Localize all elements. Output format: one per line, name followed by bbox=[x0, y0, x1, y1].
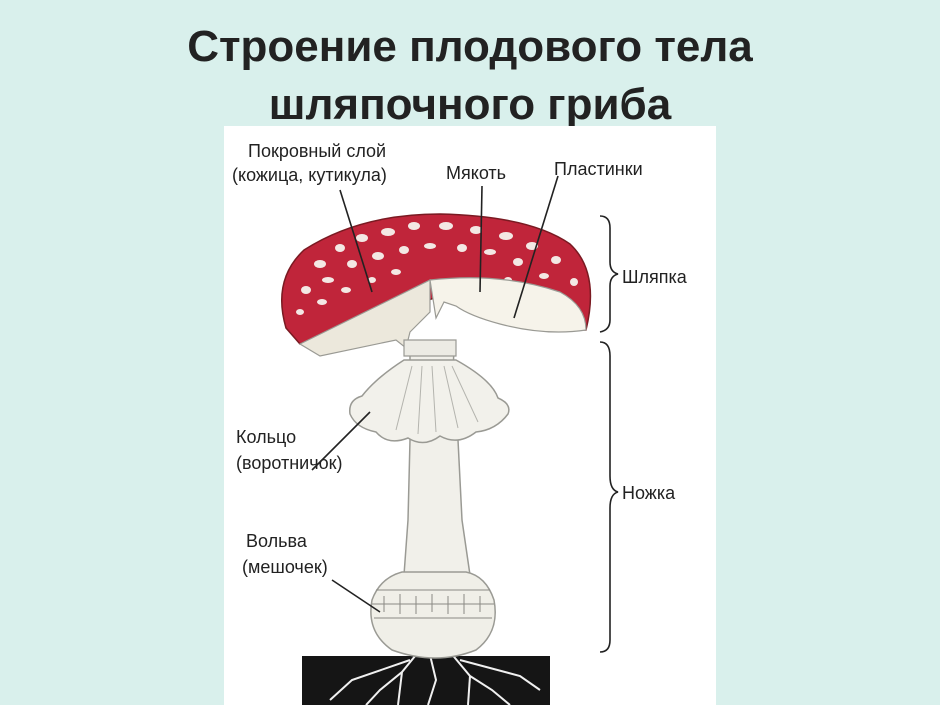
stem-bracket bbox=[599, 341, 619, 653]
title-line-1: Строение плодового тела bbox=[187, 22, 753, 71]
cap-label: Шляпка bbox=[622, 267, 687, 287]
ring-label: Кольцо bbox=[236, 427, 297, 447]
roots bbox=[329, 649, 541, 705]
volva-note: (мешочек) bbox=[242, 557, 328, 577]
cover-layer-pointer bbox=[339, 189, 373, 293]
stem-top-cut bbox=[403, 339, 457, 357]
cap-flesh-face bbox=[429, 277, 587, 333]
title-line-2: шляпочного гриба bbox=[268, 80, 672, 129]
cover-layer-note: (кожица, кутикула) bbox=[232, 165, 387, 185]
soil bbox=[302, 656, 550, 705]
cap-bracket bbox=[599, 215, 619, 333]
flesh-label: Мякоть bbox=[446, 163, 507, 183]
ring bbox=[349, 359, 510, 444]
ring-note: (воротничок) bbox=[236, 453, 343, 473]
gills-pointer bbox=[513, 175, 559, 319]
volva bbox=[370, 571, 496, 659]
cap-spots bbox=[296, 222, 578, 315]
volva-label: Вольва bbox=[246, 531, 307, 551]
volva-pointer bbox=[331, 579, 381, 613]
flesh-pointer bbox=[479, 185, 483, 293]
page-title: Строение плодового тела шляпочного гриба bbox=[0, 18, 940, 134]
volva-texture bbox=[372, 589, 494, 619]
gills-label: Пластинки bbox=[554, 159, 643, 179]
ring-folds bbox=[395, 365, 479, 435]
stem-label: Ножка bbox=[622, 483, 676, 503]
ring-pointer bbox=[311, 411, 371, 471]
cover-layer-label: Покровный слой bbox=[248, 141, 387, 161]
